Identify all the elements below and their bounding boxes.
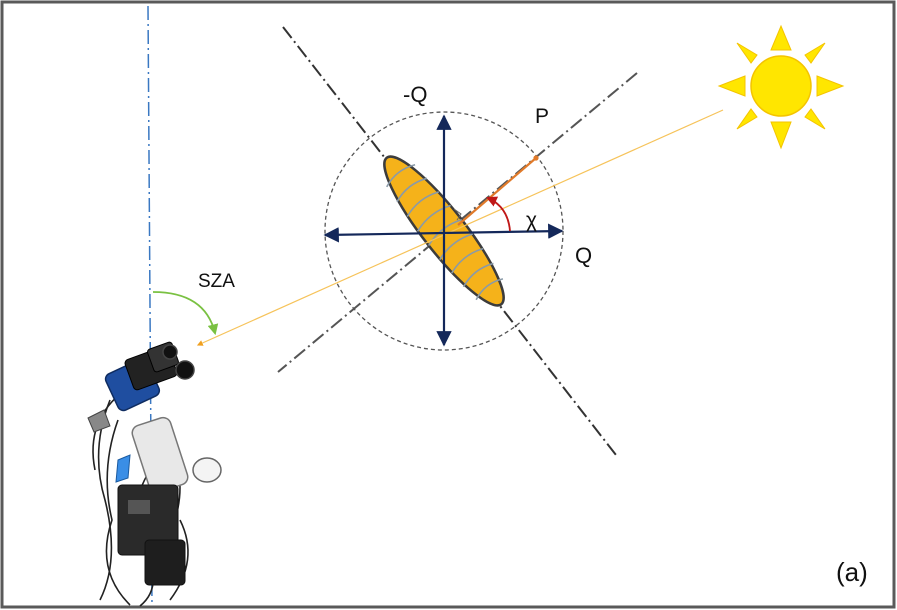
sun-ray [196, 109, 724, 346]
zenith-line [147, 5, 153, 607]
label-chi: χ [526, 209, 537, 232]
dashdot-line-perpendicular [277, 72, 638, 373]
sza-arc [152, 291, 219, 336]
telescope-instrument-icon [87, 341, 222, 607]
chi-arc [486, 196, 511, 232]
label-q: Q [575, 243, 592, 268]
label-sza: SZA [198, 271, 235, 292]
label-neg-q: -Q [403, 82, 427, 107]
right-angle-marker [453, 208, 462, 221]
label-panel: (a) [836, 557, 868, 587]
sun-icon [717, 24, 845, 150]
p-vector [457, 157, 537, 226]
label-p: P [535, 105, 549, 128]
p-vector-tip [533, 155, 539, 161]
